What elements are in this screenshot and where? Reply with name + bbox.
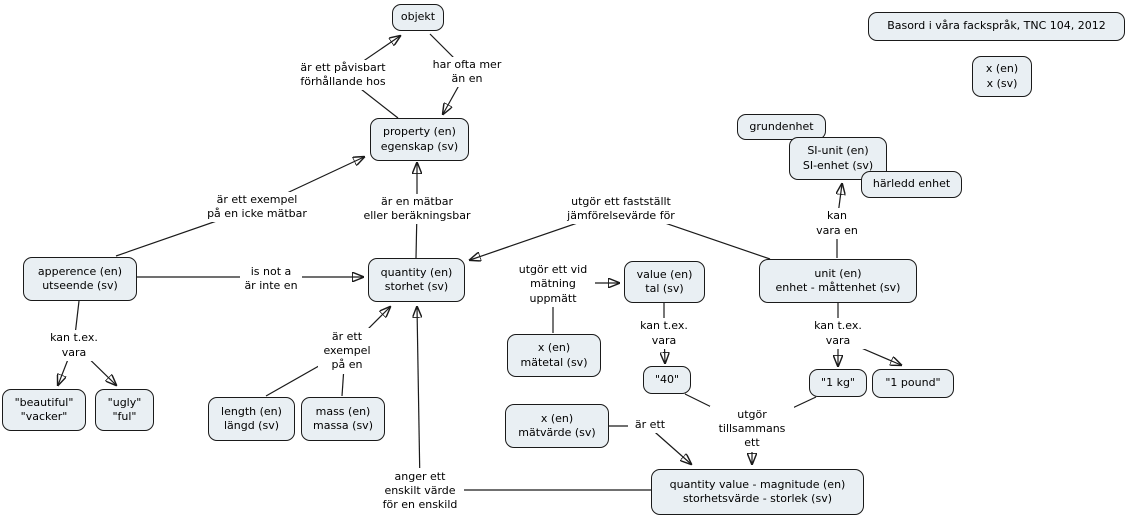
- edge-label-har-ofta[interactable]: har ofta mer än en: [424, 57, 510, 87]
- node-ugly[interactable]: "ugly" "ful": [95, 389, 154, 431]
- edge-label-is-not-a[interactable]: is not a är inte en: [240, 264, 302, 294]
- node-value[interactable]: value (en) tal (sv): [624, 261, 705, 303]
- node-1pound[interactable]: "1 pound": [872, 369, 954, 398]
- node-unit[interactable]: unit (en) enhet - måttenhet (sv): [759, 259, 917, 303]
- node-quantity-value[interactable]: quantity value - magnitude (en) storhets…: [651, 469, 864, 515]
- node-matvarde[interactable]: x (en) mätvärde (sv): [505, 404, 609, 448]
- edge-label-faststallt[interactable]: utgör ett fastställt jämförelsevärde för: [558, 194, 684, 224]
- node-property[interactable]: property (en) egenskap (sv): [370, 118, 469, 161]
- node-harledd-enhet[interactable]: härledd enhet: [861, 171, 962, 198]
- node-length[interactable]: length (en) längd (sv): [208, 397, 295, 441]
- node-mass[interactable]: mass (en) massa (sv): [301, 397, 385, 441]
- edge-label-matbar-berakningsbar[interactable]: är en mätbar eller beräkningsbar: [355, 194, 479, 224]
- edge-label-exempel-icke-matbar[interactable]: är ett exempel på en icke mätbar: [200, 192, 314, 222]
- node-apperence[interactable]: apperence (en) utseende (sv): [23, 257, 137, 301]
- node-quantity[interactable]: quantity (en) storhet (sv): [368, 258, 465, 302]
- node-objekt[interactable]: objekt: [392, 4, 444, 31]
- edge-label-anger-ett[interactable]: anger ett enskilt värde för en enskild: [376, 468, 464, 514]
- node-si-unit[interactable]: SI-unit (en) SI-enhet (sv): [789, 137, 887, 180]
- node-1kg[interactable]: "1 kg": [809, 369, 867, 397]
- edge-label-ar-ett[interactable]: är ett: [628, 417, 672, 433]
- node-grundenhet[interactable]: grundenhet: [737, 114, 826, 140]
- edge-label-utgor-tillsammans[interactable]: utgör tillsammans ett: [710, 406, 794, 452]
- node-matetal[interactable]: x (en) mätetal (sv): [507, 334, 601, 377]
- edge-label-exempel-pa-en[interactable]: är ett exempel på en: [318, 328, 376, 374]
- title-box[interactable]: Basord i våra fackspråk, TNC 104, 2012: [868, 12, 1125, 41]
- edge-label-kan-tex-vara-right[interactable]: kan t.ex. vara: [809, 318, 867, 349]
- node-40[interactable]: "40": [643, 366, 691, 394]
- node-legend-x[interactable]: x (en) x (sv): [972, 56, 1032, 97]
- node-beautiful[interactable]: "beautiful" "vacker": [2, 389, 86, 431]
- edge-label-vid-matning[interactable]: utgör ett vid mätning uppmätt: [511, 262, 595, 307]
- edge-label-kan-vara-en[interactable]: kan vara en: [808, 208, 866, 239]
- arrow-anger-to-quantity: [417, 307, 420, 488]
- edge-label-kan-tex-vara-mid[interactable]: kan t.ex. vara: [635, 318, 693, 349]
- edge-label-kan-tex-vara-left[interactable]: kan t.ex. vara: [45, 330, 103, 361]
- edge-label-pavisbart[interactable]: är ett påvisbart förhållande hos: [296, 60, 390, 90]
